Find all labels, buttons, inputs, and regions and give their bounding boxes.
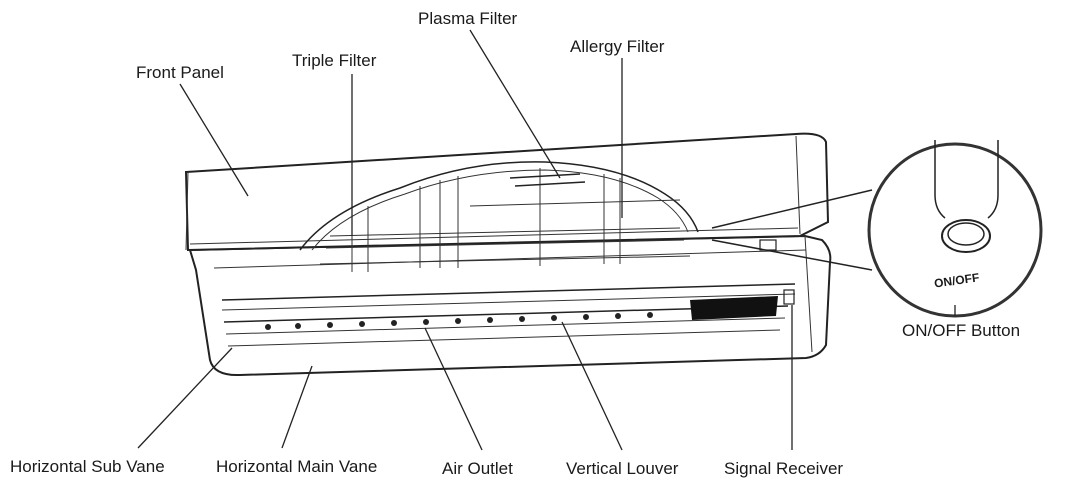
leader-lines [137,29,956,451]
label-allergy-filter: Allergy Filter [570,37,665,56]
label-plasma-filter: Plasma Filter [418,9,518,28]
leader-front-panel [179,83,249,197]
button-engraving-text: ON/OFF [933,270,980,290]
leader-plasma-filter [469,29,561,179]
label-front-panel: Front Panel [136,63,224,82]
label-on-off-button: ON/OFF Button [902,321,1020,340]
vertical-louver-dots [265,312,653,330]
front-panel-shape [184,132,830,252]
switch-detail [759,239,777,251]
leader-main-vane [281,365,313,449]
outlet-assembly [221,283,796,347]
leader-sub-vane [137,347,233,449]
label-air-outlet: Air Outlet [442,459,513,478]
leader-vertical-louver [561,321,623,451]
label-horizontal-main-vane: Horizontal Main Vane [216,457,377,476]
labels: Front Panel Triple Filter Plasma Filter … [10,9,1020,478]
label-horizontal-sub-vane: Horizontal Sub Vane [10,457,165,476]
label-triple-filter: Triple Filter [292,51,377,70]
label-signal-receiver: Signal Receiver [724,459,843,478]
leader-air-outlet [424,327,483,451]
filter-frame [299,161,699,272]
on-off-callout: ON/OFF [711,140,1043,318]
unit-housing [188,234,832,377]
label-vertical-louver: Vertical Louver [566,459,679,478]
